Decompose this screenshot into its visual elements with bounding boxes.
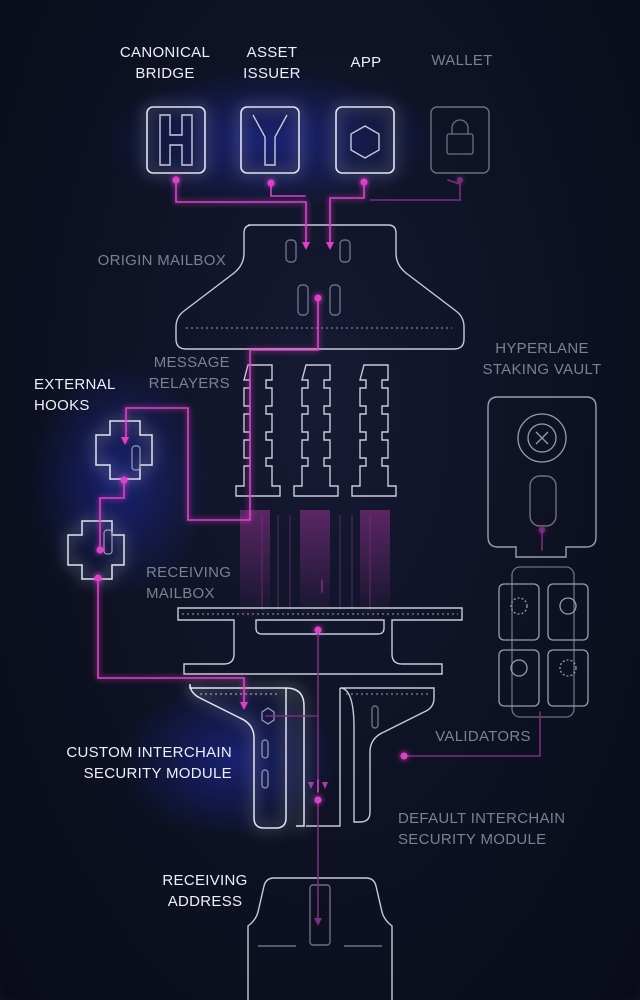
custom-ism-shape xyxy=(189,683,305,829)
receiving-mailbox-label: RECEIVING MAILBOX xyxy=(146,564,232,602)
custom-ism-label: CUSTOM INTERCHAIN SECURITY MODULE xyxy=(66,744,232,782)
default-ism-label: DEFAULT INTERCHAIN SECURITY MODULE xyxy=(398,810,566,848)
lock-icon xyxy=(446,119,474,155)
custom-ism-details xyxy=(200,693,280,789)
hexagon-icon xyxy=(350,125,380,159)
fork-icon xyxy=(252,114,288,166)
hyperlane-staking-vault-label: HYPERLANE STAKING VAULT xyxy=(482,340,602,378)
staking-vault-shape xyxy=(487,396,597,558)
asset-issuer-box xyxy=(240,106,300,174)
validators-label: VALIDATORS xyxy=(435,728,531,745)
origin-mailbox-shape xyxy=(175,224,465,350)
bridge-h-icon xyxy=(159,114,193,166)
message-flow-paths xyxy=(97,179,543,921)
wallet-label: WALLET xyxy=(431,52,493,69)
coin-icon xyxy=(517,413,567,463)
wallet-box xyxy=(430,106,490,174)
flow-arrowheads xyxy=(121,242,334,926)
external-hooks-details xyxy=(103,445,141,555)
origin-mailbox-label: ORIGIN MAILBOX xyxy=(97,252,226,269)
message-relayers-shapes xyxy=(235,364,397,497)
flow-dots xyxy=(94,176,545,804)
external-hooks-label: EXTERNAL HOOKS xyxy=(34,376,116,414)
canonical-bridge-box xyxy=(146,106,206,174)
validators-shapes xyxy=(498,566,589,718)
app-label: APP xyxy=(350,54,382,71)
app-box xyxy=(335,106,395,174)
message-relayers-label: MESSAGE RELAYERS xyxy=(148,354,230,392)
receiving-address-shape xyxy=(247,877,393,1000)
relayer-beams xyxy=(240,510,390,620)
asset-issuer-label: ASSET ISSUER xyxy=(243,44,301,82)
receiving-address-label: RECEIVING ADDRESS xyxy=(162,872,248,910)
receiving-mailbox-shape xyxy=(177,607,463,675)
canonical-bridge-label: CANONICAL BRIDGE xyxy=(119,44,211,82)
